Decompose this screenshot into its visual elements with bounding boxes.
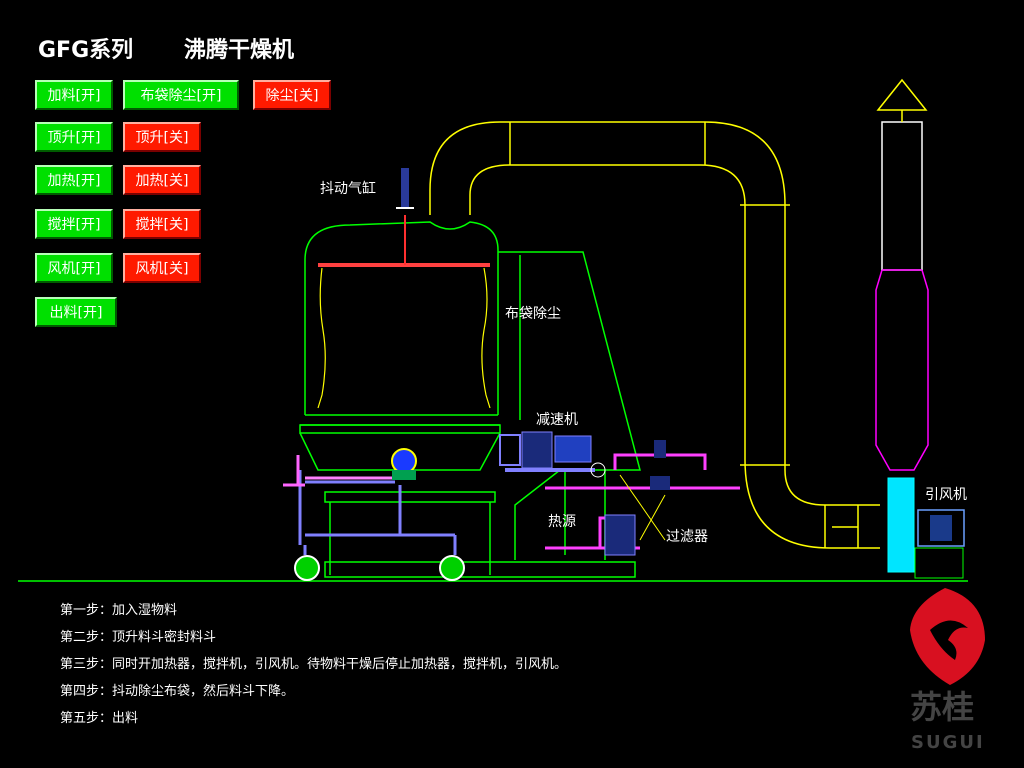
step-3: 第三步：同时开加热器，搅拌机，引风机。待物料干燥后停止加热器，搅拌机，引风机。	[60, 657, 568, 672]
sugui-logo-mark	[910, 588, 985, 685]
fan-off-button[interactable]: 风机[关]	[123, 253, 201, 283]
heater-element	[391, 448, 417, 480]
logo-cn-text: 苏桂	[910, 688, 975, 726]
piping	[283, 453, 740, 555]
stir-on-button[interactable]: 搅拌[开]	[35, 209, 113, 239]
logo-en-text: SUGUI	[911, 732, 985, 753]
wheels	[294, 555, 465, 581]
discharge-on-button[interactable]: 出料[开]	[35, 297, 117, 327]
machine-title: 沸腾干燥机	[184, 38, 295, 63]
step-4: 第四步：抖动除尘布袋，然后料斗下降。	[60, 684, 295, 699]
heat-source-blower	[590, 440, 670, 556]
reducer-motor	[499, 431, 595, 472]
shaker-cylinder	[396, 168, 414, 265]
step-5: 第五步：出料	[60, 711, 139, 726]
lift-on-button[interactable]: 顶升[开]	[35, 122, 113, 152]
dryer-chamber	[299, 221, 641, 578]
filter-label: 过滤器	[666, 529, 708, 545]
step-2: 第二步：顶升料斗密封料斗	[60, 630, 217, 645]
shaker-cylinder-label: 抖动气缸	[320, 181, 376, 197]
heat-source-label: 热源	[548, 514, 576, 530]
filter-bag	[317, 263, 491, 409]
exhaust-duct	[429, 121, 880, 549]
stir-off-button[interactable]: 搅拌[关]	[123, 209, 201, 239]
bag-dust-on-button[interactable]: 布袋除尘[开]	[123, 80, 239, 110]
heat-off-button[interactable]: 加热[关]	[123, 165, 201, 195]
filter-lines	[619, 474, 666, 541]
lift-off-button[interactable]: 顶升[关]	[123, 122, 201, 152]
exhaust-stack	[875, 78, 929, 471]
dust-off-button[interactable]: 除尘[关]	[253, 80, 331, 110]
step-1: 第一步：加入湿物料	[60, 603, 178, 618]
heat-on-button[interactable]: 加热[开]	[35, 165, 113, 195]
feed-on-button[interactable]: 加料[开]	[35, 80, 113, 110]
induced-fan-unit	[887, 477, 965, 579]
bag-filter-label: 布袋除尘	[505, 306, 561, 322]
series-title: GFG系列	[38, 38, 134, 63]
fan-on-button[interactable]: 风机[开]	[35, 253, 113, 283]
induced-fan-label: 引风机	[925, 487, 967, 503]
reducer-label: 减速机	[536, 412, 578, 428]
